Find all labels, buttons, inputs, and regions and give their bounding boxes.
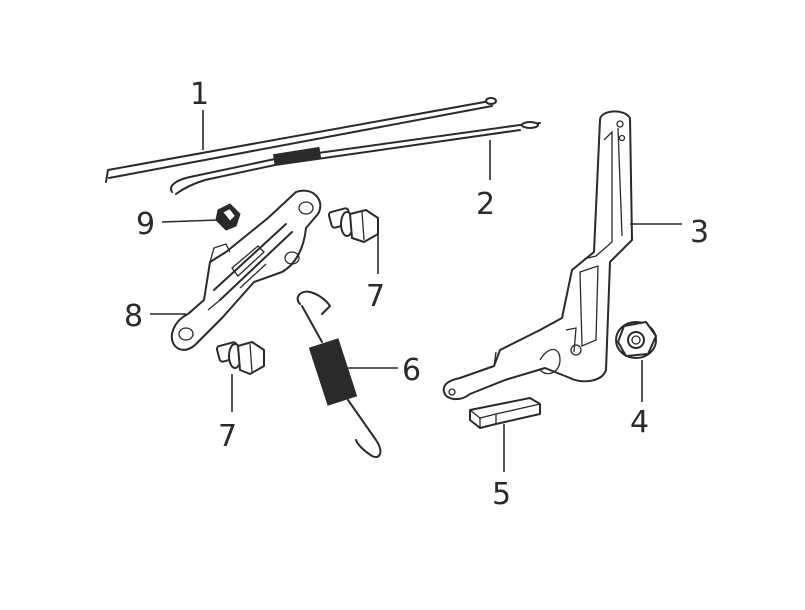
leader-lines [150,110,682,472]
callout-7b: 7 [218,419,237,454]
part-2-rod-with-spring [170,121,541,195]
callout-2: 2 [476,187,495,222]
part-9-clip [215,203,241,231]
part-7-bolt-lower [215,341,265,375]
callout-9: 9 [136,207,155,242]
part-3-lever-bracket [442,110,633,400]
part-1-rod [105,97,497,183]
callout-3: 3 [690,215,709,250]
callout-1: 1 [190,77,209,112]
callout-8: 8 [124,299,143,334]
part-7-bolt-upper [327,207,379,243]
callout-6: 6 [402,353,421,388]
callout-5: 5 [492,477,511,512]
part-5-key [469,397,541,429]
part-4-flange-nut [615,321,657,359]
callout-4: 4 [630,405,649,440]
callout-labels: 1 2 3 4 5 6 7 7 8 9 [124,77,709,512]
part-6-tension-spring [296,290,382,458]
callout-7a: 7 [366,279,385,314]
part-8-bracket-plate [170,189,322,351]
leader-9 [161,219,219,223]
